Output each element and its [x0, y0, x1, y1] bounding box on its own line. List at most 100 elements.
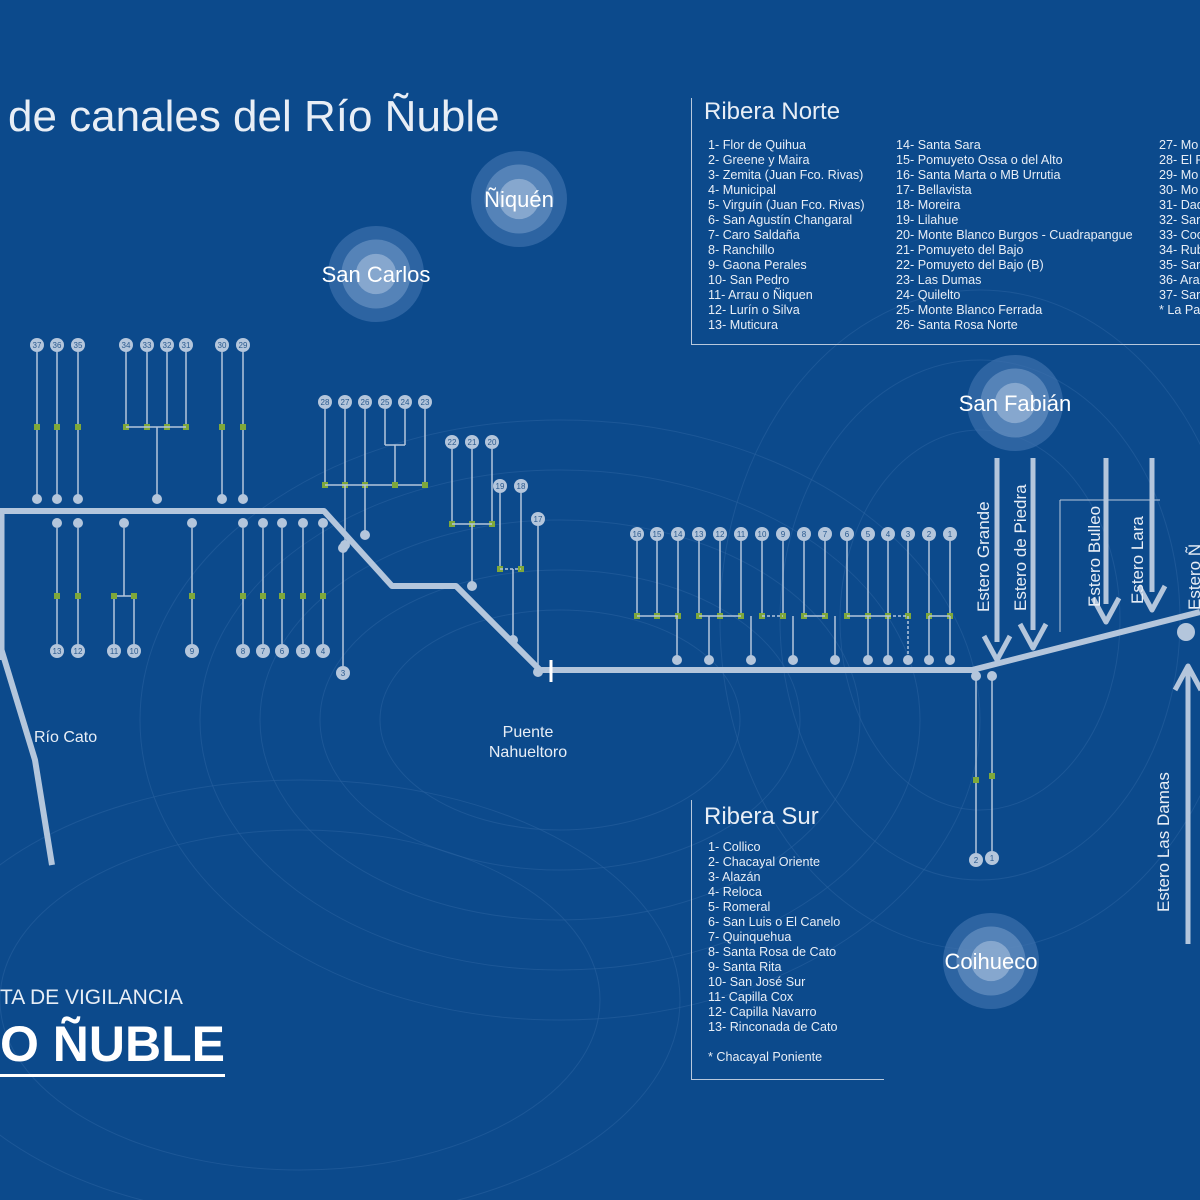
canal-intake — [924, 655, 934, 665]
gate-marker — [131, 593, 137, 599]
gate-marker — [219, 424, 225, 430]
legend-item: 8- Ranchillo — [708, 243, 775, 257]
canal-node-circle — [630, 527, 644, 541]
canal-intake — [277, 518, 287, 528]
canal-node-number: 29 — [239, 341, 248, 350]
canal-intake — [945, 655, 955, 665]
canal-intake — [238, 518, 248, 528]
contour-line — [839, 429, 1121, 811]
canal-node-circle — [493, 479, 507, 493]
canal-node-number: 5 — [866, 530, 871, 539]
legend-item: 14- Santa Sara — [896, 138, 981, 152]
canal-intake — [360, 530, 370, 540]
canal-node-number: 15 — [653, 530, 662, 539]
canal-intake — [508, 635, 518, 645]
gate-marker — [240, 593, 246, 599]
canal-node-number: 33 — [143, 341, 152, 350]
contour-line — [199, 469, 921, 971]
gate-marker — [54, 424, 60, 430]
canal-node-circle — [140, 338, 154, 352]
canal-node-circle — [485, 435, 499, 449]
canal-node-circle — [256, 644, 270, 658]
canal-node-number: 1 — [990, 854, 995, 863]
canal-node-number: 18 — [517, 482, 526, 491]
canal-intake — [73, 518, 83, 528]
canal-node-number: 25 — [381, 398, 390, 407]
canal-node-circle — [398, 395, 412, 409]
legend-item: 35- San — [1159, 258, 1200, 272]
canal-intake — [258, 518, 268, 528]
canal-intake — [238, 494, 248, 504]
gate-marker — [989, 773, 995, 779]
canal-intake — [883, 655, 893, 665]
legend-item: 11- Arrau o Ñiquen — [708, 288, 813, 302]
legend-item: 2- Greene y Maira — [708, 153, 810, 167]
gate-marker — [189, 593, 195, 599]
canal-node-circle — [160, 338, 174, 352]
canal-node-circle — [445, 435, 459, 449]
canal-node-number: 35 — [74, 341, 83, 350]
canal-node-number: 6 — [280, 647, 285, 656]
legend-item: 15- Pomuyeto Ossa o del Alto — [896, 153, 1063, 167]
legend-item: 13- Muticura — [708, 318, 778, 332]
canal-node-circle — [378, 395, 392, 409]
canal-node-circle — [179, 338, 193, 352]
canal-node-number: 14 — [674, 530, 683, 539]
canal-node-circle — [71, 338, 85, 352]
canal-intake — [119, 518, 129, 528]
canal-node-number: 13 — [53, 647, 62, 656]
ribera-sur-title: Ribera Sur — [704, 803, 819, 830]
legend-item: 22- Pomuyeto del Bajo (B) — [896, 258, 1044, 272]
canal-node-circle — [185, 644, 199, 658]
town-label: Coihueco — [945, 949, 1038, 974]
legend-item: 26- Santa Rosa Norte — [896, 318, 1018, 332]
town-core — [355, 253, 397, 295]
legend-item: 29- Mo — [1159, 168, 1199, 182]
arrow-estero-grande-head — [981, 634, 1013, 663]
legend-item: 12- Capilla Navarro — [708, 1005, 817, 1019]
gate-marker — [111, 593, 117, 599]
main-river — [0, 508, 1200, 673]
legend-item: 19- Lilahue — [896, 213, 959, 227]
canal-node-number: 21 — [468, 438, 477, 447]
legend-item: 27- Mo — [1159, 138, 1199, 152]
ribera-sur-note: * Chacayal Poniente — [708, 1050, 823, 1064]
canal-node-number: 16 — [633, 530, 642, 539]
contour-line — [0, 829, 601, 1171]
legend-item: 30- Mo — [1159, 183, 1199, 197]
legend-item: 12- Lurín o Silva — [708, 303, 800, 317]
arrow-estero-piedra-head — [1017, 622, 1049, 651]
legend-item: 1- Collico — [708, 840, 761, 854]
canal-node-circle — [797, 527, 811, 541]
canal-node-number: 20 — [488, 438, 497, 447]
canal-node-number: 11 — [737, 530, 746, 539]
arrow-estero-bulleo-head — [1090, 596, 1122, 625]
gate-marker — [422, 482, 428, 488]
canal-node-circle — [316, 644, 330, 658]
canal-node-circle — [215, 338, 229, 352]
canal-node-circle — [336, 666, 350, 680]
gate-marker — [320, 593, 326, 599]
canal-node-number: 22 — [448, 438, 457, 447]
legend-item: 8- Santa Rosa de Cato — [708, 945, 837, 959]
canal-node-number: 27 — [341, 398, 350, 407]
canal-intake — [318, 518, 328, 528]
gate-marker — [75, 424, 81, 430]
canal-node-circle — [755, 527, 769, 541]
canal-node-number: 7 — [261, 647, 266, 656]
canal-node-circle — [650, 527, 664, 541]
canal-node-number: 26 — [361, 398, 370, 407]
canal-node-circle — [818, 527, 832, 541]
canal-intake — [987, 671, 997, 681]
gate-marker — [34, 424, 40, 430]
legend-item: 24- Quilelto — [896, 288, 961, 302]
brand-title: O ÑUBLE — [0, 1014, 225, 1077]
canal-intake — [788, 655, 798, 665]
canal-node-number: 19 — [496, 482, 505, 491]
legend-item: 5- Romeral — [708, 900, 771, 914]
canal-node-number: 6 — [845, 530, 850, 539]
contour-line — [259, 519, 861, 921]
canal-node-circle — [358, 395, 372, 409]
